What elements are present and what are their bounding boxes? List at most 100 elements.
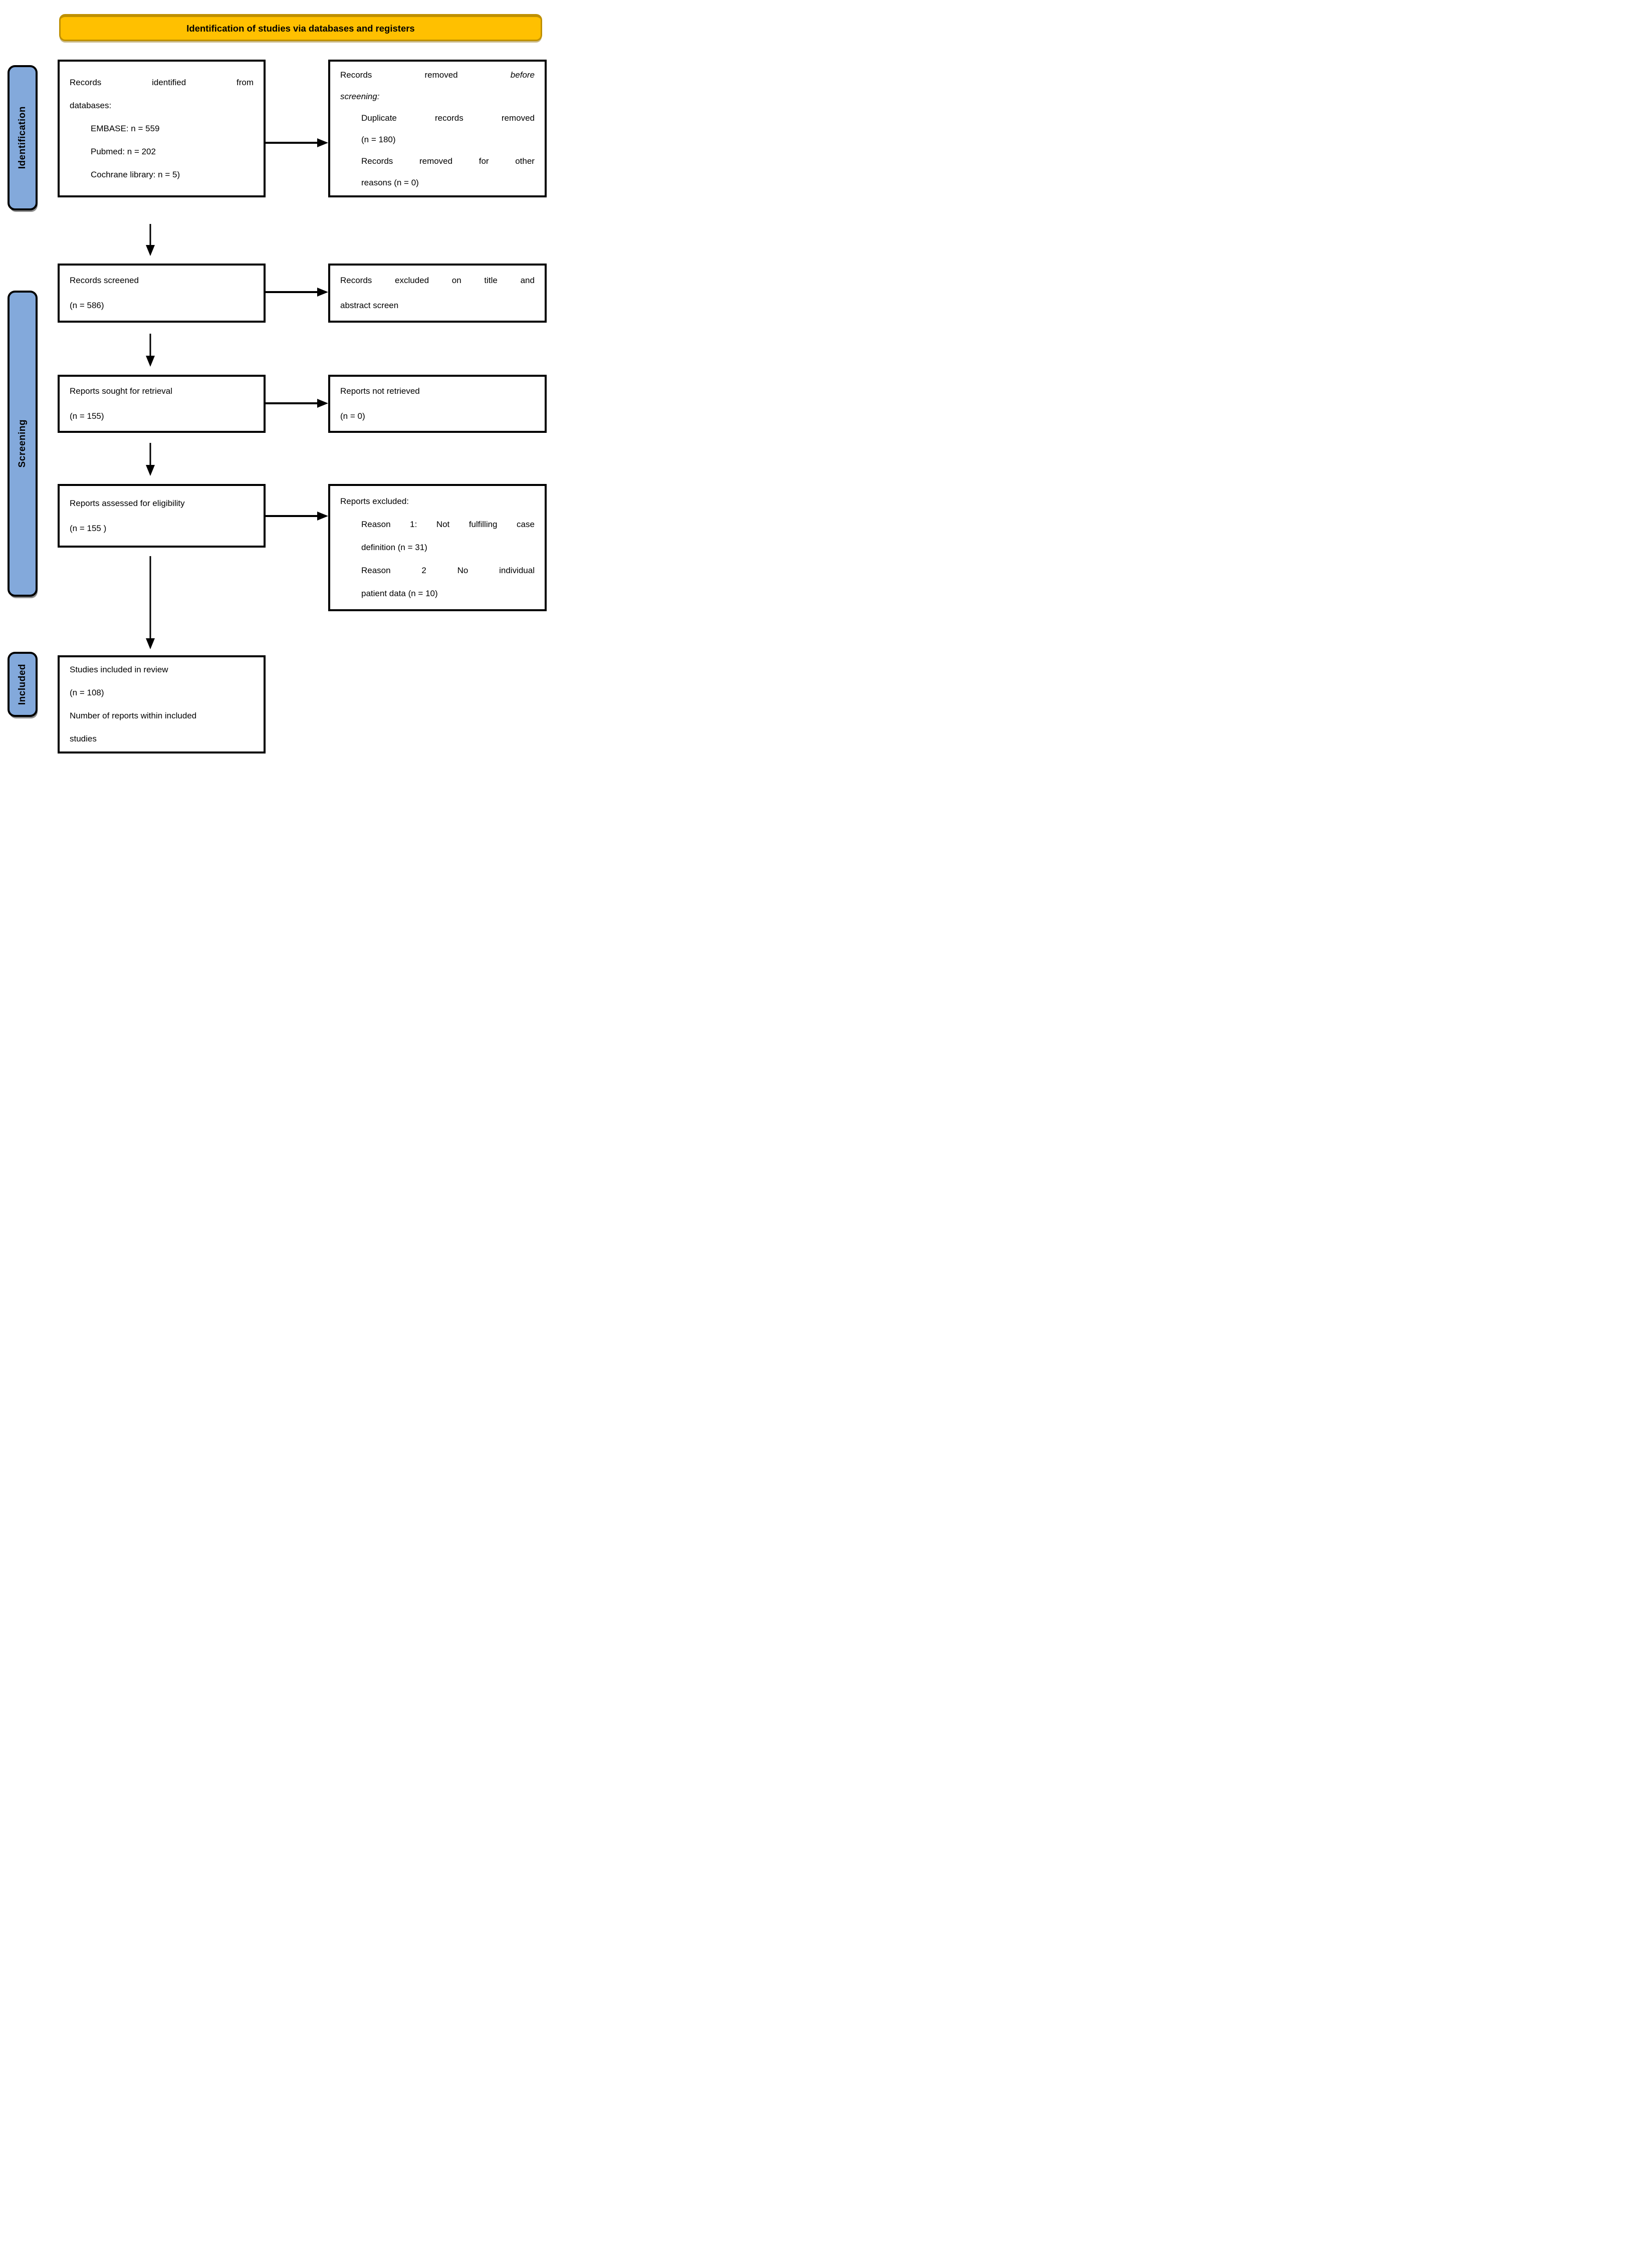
- text: and: [520, 276, 535, 285]
- box-line: Records screened: [70, 276, 139, 285]
- prisma-flow-diagram: Identification of studies via databases …: [0, 0, 549, 756]
- text: No: [457, 566, 468, 575]
- phase-banner-title: Identification of studies via databases …: [186, 23, 415, 34]
- box-line: Number of reports within included: [70, 711, 197, 720]
- text-italic: screening:: [340, 91, 380, 101]
- text: title: [484, 276, 498, 285]
- text: removed: [419, 156, 453, 166]
- box-line: Reason 2 No individual: [361, 559, 535, 582]
- text: excluded: [395, 276, 429, 285]
- arrow-down-head: [146, 356, 155, 367]
- arrow-down-head: [146, 638, 155, 649]
- arrow-down-head: [146, 465, 155, 476]
- arrow-down-assessed-to-included: [146, 556, 155, 649]
- text: Records: [340, 70, 372, 80]
- box-records-removed-before-screening: Records removed before screening: Duplic…: [328, 60, 547, 197]
- arrow-shaft: [266, 142, 318, 144]
- arrow-shaft: [149, 224, 151, 245]
- box-line-database-embase: EMBASE: n = 559: [91, 123, 160, 133]
- box-reports-not-retrieved: Reports not retrieved (n = 0): [328, 375, 547, 433]
- stage-label-identification-text: Identification: [17, 106, 28, 169]
- arrow-down-head: [146, 245, 155, 256]
- box-line: Reports sought for retrieval: [70, 386, 173, 396]
- text: case: [517, 520, 535, 529]
- arrow-right-head: [317, 399, 328, 408]
- text: Reason: [361, 566, 391, 575]
- box-records-screened: Records screened (n = 586): [58, 264, 266, 323]
- box-line-database-pubmed: Pubmed: n = 202: [91, 146, 156, 156]
- text: individual: [499, 566, 535, 575]
- text: Records: [361, 156, 393, 166]
- box-records-excluded-title-abstract: Records excluded on title and abstract s…: [328, 264, 547, 323]
- arrow-shaft: [149, 334, 151, 356]
- arrow-right-head: [317, 288, 328, 297]
- box-line: Reason 1: Not fulfilling case: [361, 513, 535, 536]
- text: Not: [436, 520, 450, 529]
- box-line: Records excluded on title and: [340, 268, 535, 293]
- text: Duplicate: [361, 113, 397, 123]
- box-line: databases:: [70, 100, 112, 110]
- arrow-shaft: [266, 402, 318, 404]
- box-reports-assessed: Reports assessed for eligibility (n = 15…: [58, 484, 266, 548]
- arrow-right-screened-to-excluded: [266, 288, 328, 297]
- text: Records: [70, 77, 102, 87]
- box-line: screening:: [340, 86, 535, 107]
- box-line: Reports not retrieved: [340, 386, 420, 396]
- box-line: Records removed for other: [361, 150, 535, 172]
- box-line-count: (n = 180): [361, 134, 396, 144]
- box-line: Reports excluded:: [340, 496, 409, 506]
- text-italic: before: [510, 70, 535, 80]
- text: from: [237, 77, 254, 87]
- box-line-count: definition (n = 31): [361, 543, 427, 552]
- arrow-right-identified-to-removed: [266, 138, 328, 147]
- stage-label-included: Included: [8, 652, 38, 717]
- box-line: Records identified from: [70, 71, 254, 94]
- stage-label-screening: Screening: [8, 291, 38, 597]
- phase-banner: Identification of studies via databases …: [59, 14, 542, 41]
- box-line-count: (n = 108): [70, 688, 104, 697]
- box-studies-included: Studies included in review (n = 108) Num…: [58, 655, 266, 753]
- arrow-shaft: [266, 515, 318, 517]
- stage-label-included-text: Included: [17, 663, 28, 705]
- box-line-count: (n = 155): [70, 411, 104, 421]
- box-line: Studies included in review: [70, 665, 168, 674]
- box-line: Duplicate records removed: [361, 107, 535, 129]
- text: 1:: [410, 520, 417, 529]
- text: 2: [421, 566, 426, 575]
- box-line-count: patient data (n = 10): [361, 589, 438, 598]
- box-line-database-cochrane: Cochrane library: n = 5): [91, 169, 180, 179]
- text: identified: [152, 77, 186, 87]
- text: Records: [340, 276, 372, 285]
- box-line: Reports assessed for eligibility: [70, 498, 185, 508]
- arrow-right-head: [317, 138, 328, 147]
- arrow-shaft: [149, 443, 151, 465]
- arrow-down-sought-to-assessed: [146, 443, 155, 476]
- arrow-right-assessed-to-reports-excluded: [266, 512, 328, 521]
- text: removed: [501, 113, 535, 123]
- stage-label-identification: Identification: [8, 65, 38, 210]
- box-line: Records removed before: [340, 64, 535, 86]
- box-reports-excluded: Reports excluded: Reason 1: Not fulfilli…: [328, 484, 547, 611]
- text: records: [435, 113, 463, 123]
- arrow-shaft: [149, 556, 151, 638]
- arrow-right-head: [317, 512, 328, 521]
- box-line: abstract screen: [340, 301, 399, 310]
- arrow-shaft: [266, 291, 318, 293]
- text: other: [515, 156, 535, 166]
- arrow-down-identified-to-screened: [146, 224, 155, 256]
- text: removed: [424, 70, 458, 80]
- text: Reason: [361, 520, 391, 529]
- box-records-identified: Records identified from databases: EMBAS…: [58, 60, 266, 197]
- stage-label-screening-text: Screening: [17, 419, 28, 468]
- box-line-count: (n = 155 ): [70, 523, 107, 533]
- box-reports-sought: Reports sought for retrieval (n = 155): [58, 375, 266, 433]
- text: for: [479, 156, 489, 166]
- text: fulfilling: [468, 520, 498, 529]
- arrow-down-screened-to-sought: [146, 334, 155, 367]
- arrow-right-sought-to-not-retrieved: [266, 399, 328, 408]
- box-line-count: (n = 0): [340, 411, 365, 421]
- text: on: [451, 276, 461, 285]
- box-line-count: (n = 586): [70, 301, 104, 310]
- box-line: studies: [70, 734, 97, 743]
- box-line-count: reasons (n = 0): [361, 177, 419, 187]
